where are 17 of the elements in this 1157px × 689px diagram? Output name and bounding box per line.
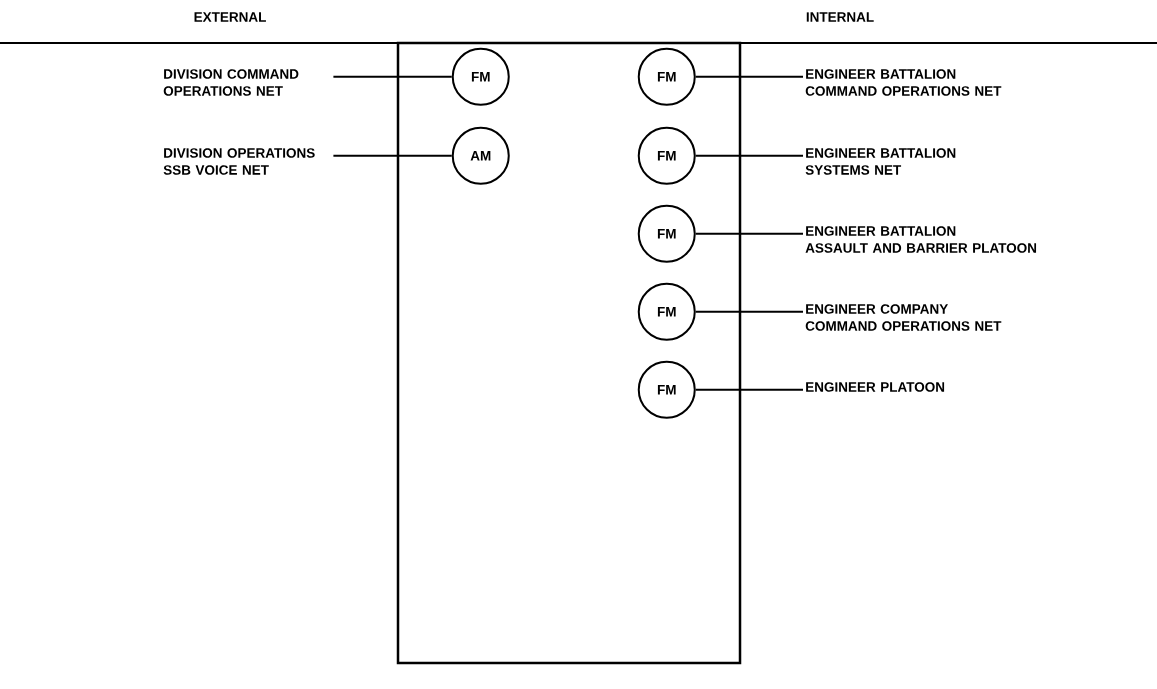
column-heading: INTERNAL: [806, 12, 874, 22]
net-label: DIVISION COMMAND OPERATIONS NET: [163, 69, 299, 96]
net-label: ENGINEER BATTALION ASSAULT AND BARRIER PLATOON: [805, 226, 1037, 253]
connector-line: [694, 310, 804, 313]
net-label: ENGINEER BATTALION COMMAND OPERATIONS NET: [805, 69, 1002, 96]
connector-line: [694, 232, 804, 235]
connector-line: [694, 154, 804, 157]
connector-line: [694, 388, 804, 391]
net-label: DIVISION OPERATIONS SSB VOICE NET: [163, 148, 315, 175]
net-label: ENGINEER PLATOON: [806, 382, 945, 392]
column-heading: EXTERNAL: [194, 12, 266, 22]
frame-box: [396, 41, 742, 665]
connector-line: [332, 75, 453, 78]
net-label: ENGINEER BATTALION SYSTEMS NET: [805, 148, 956, 175]
net-label: ENGINEER COMPANY COMMAND OPERATIONS NET: [805, 304, 1002, 331]
connector-line: [332, 154, 453, 157]
connector-line: [694, 75, 804, 78]
